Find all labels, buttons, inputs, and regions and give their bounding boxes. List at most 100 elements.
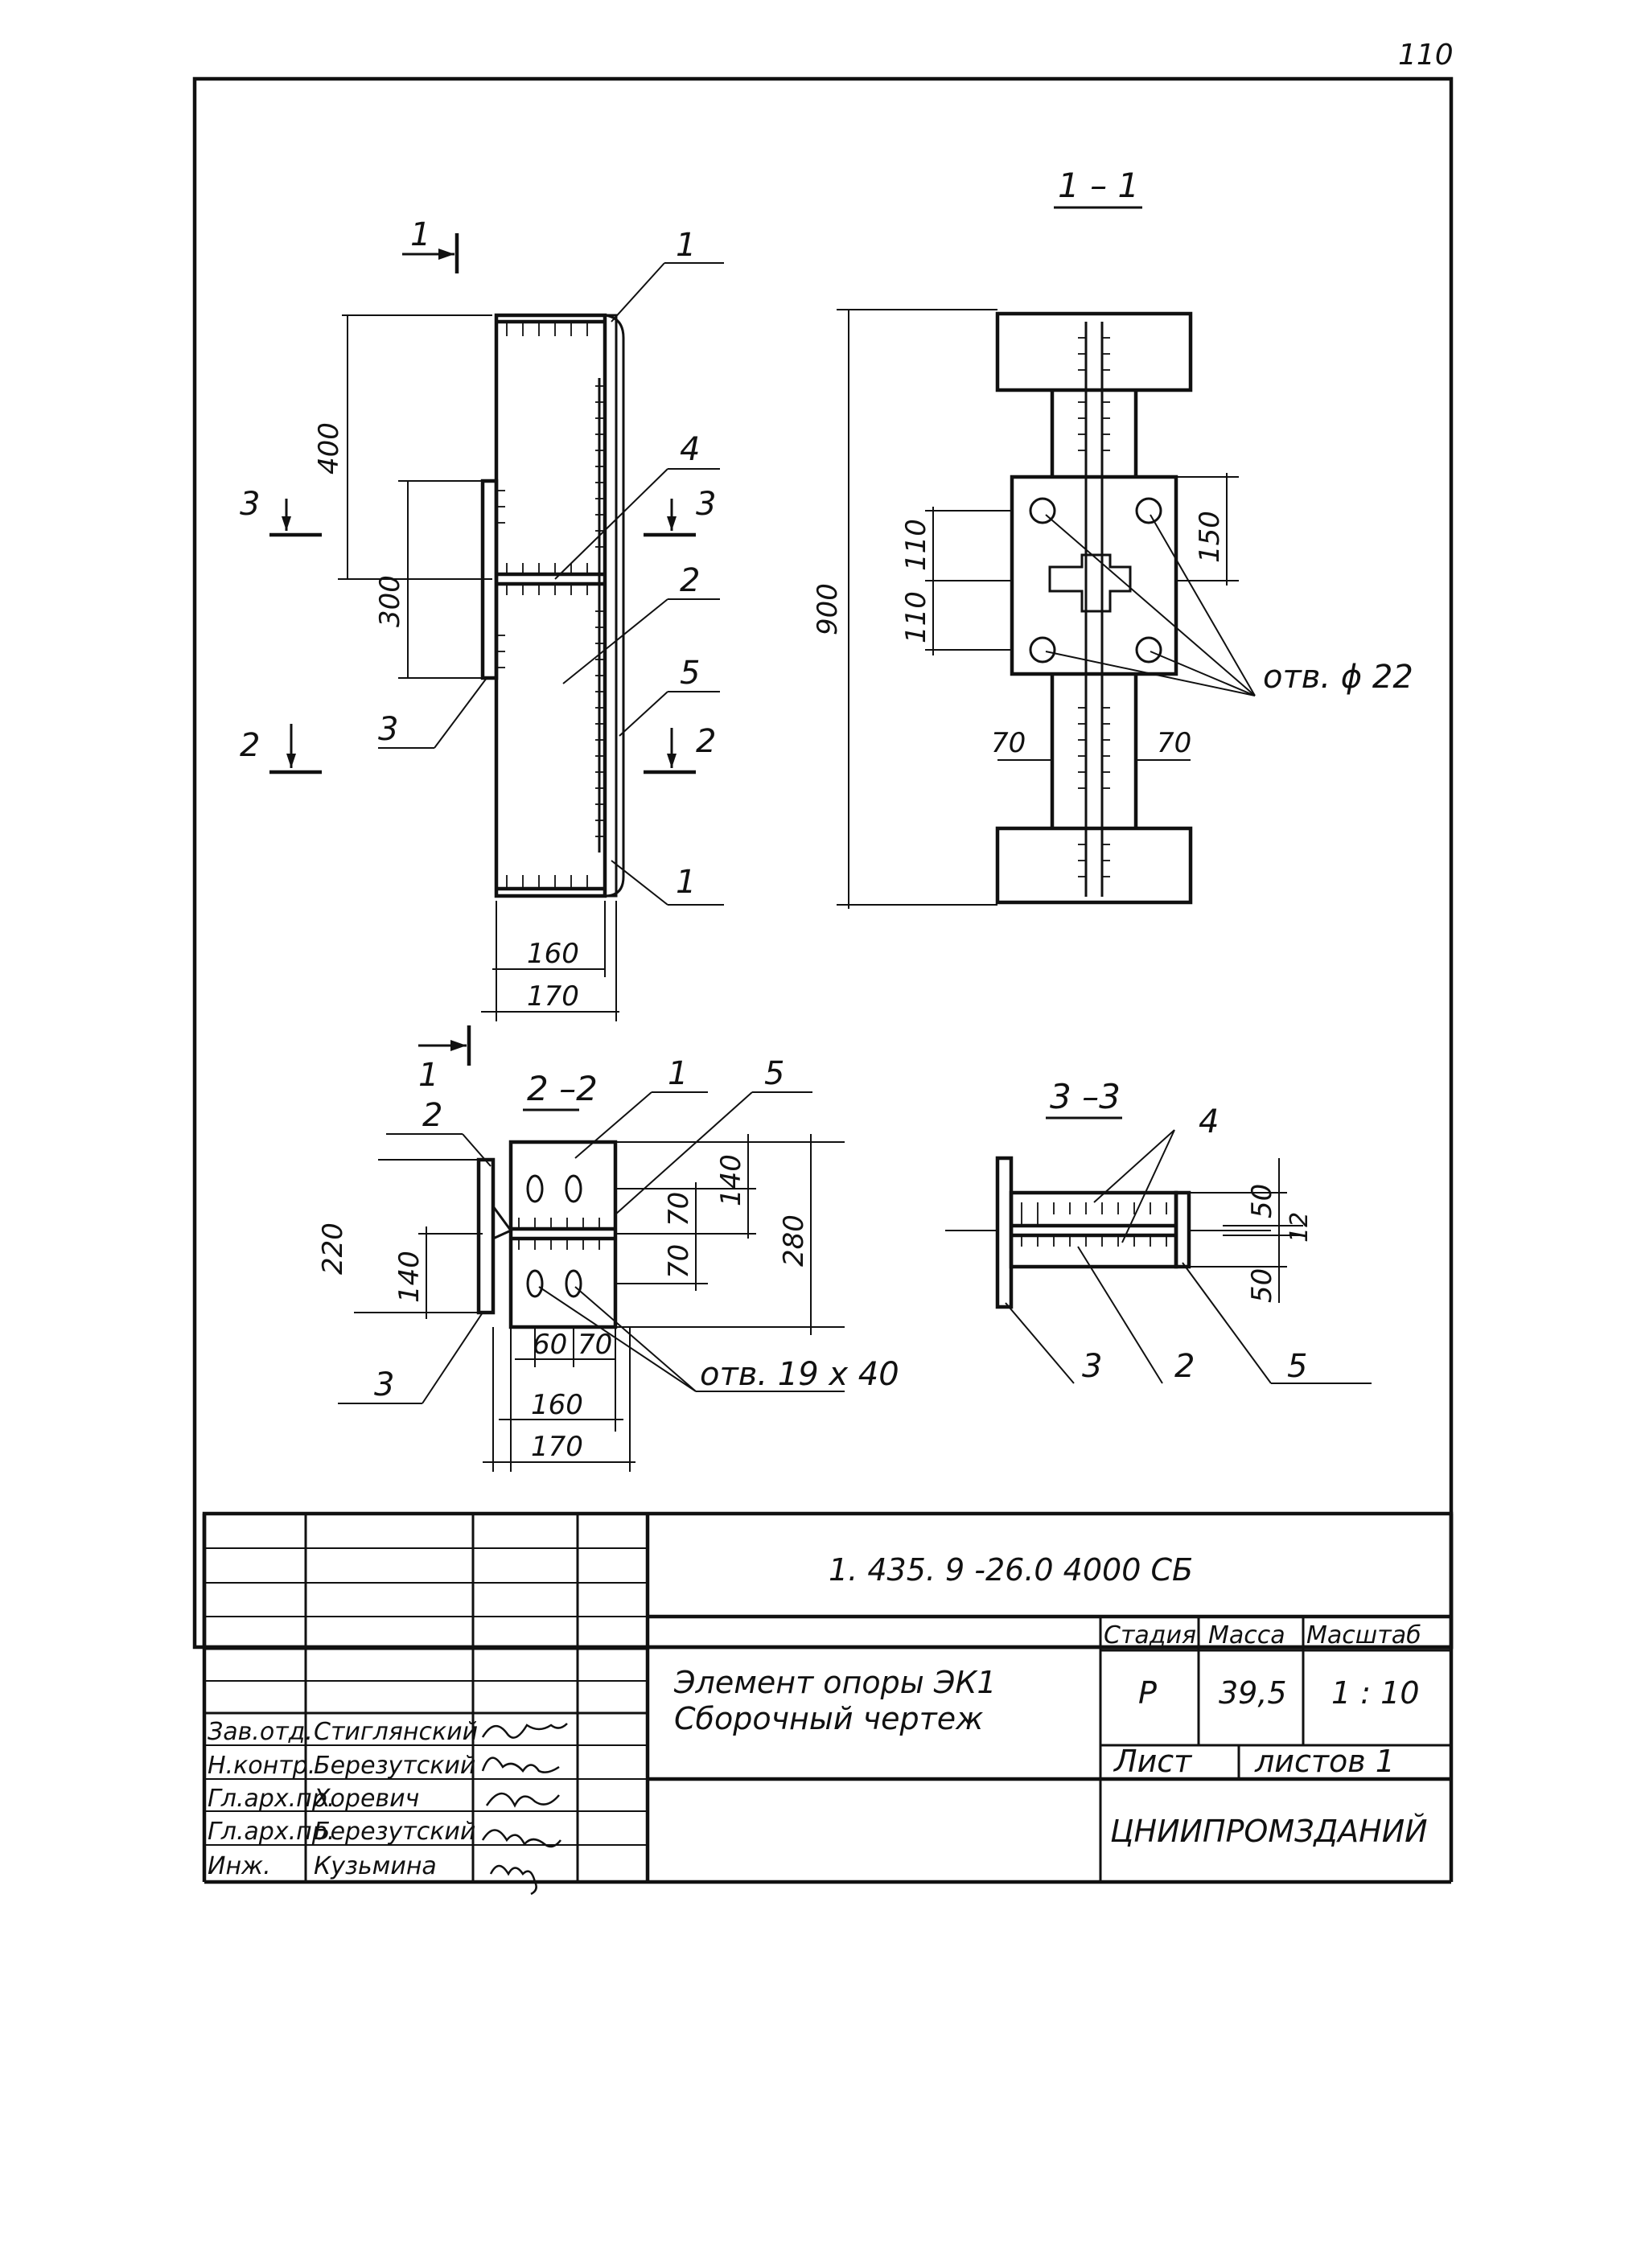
section-3-3: 3 –3 4 3 — [945, 1077, 1372, 1385]
svg-text:Н.контр.: Н.контр. — [208, 1752, 315, 1780]
section-1-1: 1 – 1 — [812, 166, 1413, 909]
svg-text:70: 70 — [578, 1329, 612, 1361]
section-2-2-label: 2 –2 — [527, 1069, 598, 1108]
svg-text:отв. ϕ 22: отв. ϕ 22 — [1263, 659, 1413, 696]
svg-text:70: 70 — [663, 1192, 695, 1226]
svg-text:2: 2 — [696, 723, 716, 760]
dim-2-2-right: 70 70 140 280 — [615, 1134, 845, 1335]
stage-header: Стадия — [1104, 1621, 1196, 1650]
svg-text:Гл.арх.пр.: Гл.арх.пр. — [208, 1818, 335, 1846]
svg-text:1: 1 — [418, 1057, 438, 1094]
svg-text:280: 280 — [778, 1214, 810, 1267]
leader-part-2: 2 — [562, 562, 720, 684]
mass-header: Масса — [1208, 1621, 1285, 1650]
dim-220: 220 — [317, 1159, 483, 1313]
elevation-view: 1 — [240, 216, 724, 1021]
note-holes-19x40: отв. 19 х 40 — [538, 1286, 899, 1393]
svg-text:170: 170 — [531, 1431, 583, 1463]
svg-text:3: 3 — [240, 486, 260, 523]
section-3-3-label: 3 –3 — [1050, 1077, 1121, 1116]
leader-part-5: 5 — [619, 655, 720, 737]
document-code: 1. 435. 9 -26.0 4000 СБ — [829, 1552, 1193, 1588]
title-block: 1. 435. 9 -26.0 4000 СБ Элемент опоры ЭК… — [202, 1511, 1454, 1896]
cut-mark-1-bottom: 1 — [418, 1025, 471, 1094]
svg-text:110: 110 — [900, 591, 932, 643]
dim-160-elev: 160 — [492, 901, 606, 977]
organization: ЦНИИПРОМЗДАНИЙ — [1110, 1814, 1428, 1849]
svg-text:140: 140 — [393, 1251, 426, 1303]
svg-text:2: 2 — [240, 727, 260, 764]
sheets-label: листов 1 — [1254, 1744, 1395, 1779]
leader-3-3-part-3: 3 — [1005, 1302, 1102, 1385]
svg-text:2: 2 — [422, 1097, 442, 1134]
page-number: 110 — [1398, 39, 1454, 72]
svg-text:50: 50 — [1246, 1268, 1278, 1303]
handwritten-signatures — [481, 1723, 568, 1896]
slot-hole — [526, 1174, 544, 1203]
dim-170-elev: 170 — [481, 901, 619, 1021]
drawing-title-2: Сборочный чертеж — [674, 1701, 983, 1736]
bolt-hole — [1029, 497, 1056, 524]
svg-text:Гл.арх.пр.: Гл.арх.пр. — [208, 1785, 335, 1813]
svg-text:160: 160 — [531, 1389, 583, 1421]
svg-text:70: 70 — [991, 727, 1026, 759]
svg-text:110: 110 — [900, 519, 932, 571]
leader-2-2-part-5: 5 — [615, 1055, 812, 1215]
dim-110-pair: 110 110 — [900, 507, 1012, 655]
bolt-hole — [1135, 497, 1162, 524]
svg-text:Инж.: Инж. — [208, 1852, 271, 1880]
svg-text:Кузьмина: Кузьмина — [314, 1852, 437, 1880]
svg-text:5: 5 — [680, 655, 700, 692]
svg-text:5: 5 — [764, 1055, 784, 1092]
note-holes-22: отв. ϕ 22 — [1045, 514, 1413, 696]
svg-text:Березутский: Березутский — [314, 1818, 475, 1846]
svg-text:2: 2 — [1174, 1348, 1195, 1385]
slot-hole — [565, 1174, 582, 1203]
dim-140-left: 140 — [393, 1226, 483, 1319]
dim-150: 150 — [1176, 473, 1239, 585]
svg-text:1: 1 — [676, 864, 696, 901]
svg-text:170: 170 — [527, 980, 579, 1013]
scale-value: 1 : 10 — [1331, 1675, 1420, 1711]
cut-mark-3-left: 3 — [240, 486, 322, 537]
scale-header: Масштаб — [1306, 1621, 1421, 1650]
svg-text:160: 160 — [527, 938, 579, 970]
svg-text:900: 900 — [812, 583, 844, 635]
svg-text:1: 1 — [668, 1055, 688, 1092]
svg-text:50: 50 — [1246, 1184, 1278, 1218]
svg-text:150: 150 — [1194, 511, 1226, 563]
leader-2-2-part-2: 2 — [386, 1097, 492, 1167]
sheet-label: Лист — [1113, 1744, 1193, 1779]
leader-part-1-top: 1 — [611, 227, 724, 323]
dim-300: 300 — [374, 480, 481, 679]
svg-text:3: 3 — [374, 1366, 394, 1403]
svg-text:1: 1 — [676, 227, 696, 264]
svg-text:Хоревич: Хоревич — [312, 1785, 419, 1813]
leader-3-3-part-2: 2 — [1077, 1246, 1195, 1385]
svg-text:Зав.отд.: Зав.отд. — [208, 1718, 313, 1746]
svg-text:70: 70 — [663, 1244, 695, 1279]
svg-text:Стиглянский: Стиглянский — [314, 1718, 478, 1746]
bolt-hole — [1135, 636, 1162, 664]
svg-text:1: 1 — [410, 216, 430, 253]
leader-2-2-part-3: 3 — [338, 1312, 483, 1404]
section-1-1-label: 1 – 1 — [1058, 166, 1139, 205]
dim-900: 900 — [812, 309, 997, 909]
dim-2-2-bottom: 60 70 160 170 — [483, 1327, 635, 1472]
cut-mark-2-left: 2 — [240, 724, 322, 774]
slot-hole — [565, 1269, 582, 1298]
leader-part-1-bottom: 1 — [611, 860, 724, 906]
signature-rows: Зав.отд. Стиглянский Н.контр. Березутски… — [208, 1718, 478, 1880]
svg-text:70: 70 — [1157, 727, 1191, 759]
svg-text:300: 300 — [374, 575, 406, 627]
dim-400: 400 — [313, 314, 492, 580]
dim-3-3-right: 50 12 50 — [1189, 1158, 1314, 1303]
dim-70-pair: 70 70 — [991, 727, 1191, 761]
leader-part-4: 4 — [554, 431, 720, 580]
svg-text:5: 5 — [1287, 1348, 1307, 1385]
svg-text:2: 2 — [680, 562, 700, 599]
leader-3-3-part-5: 5 — [1182, 1262, 1372, 1385]
section-2-2: 2 –2 2 1 — [317, 1055, 899, 1472]
cut-mark-2-right: 2 — [644, 723, 716, 774]
